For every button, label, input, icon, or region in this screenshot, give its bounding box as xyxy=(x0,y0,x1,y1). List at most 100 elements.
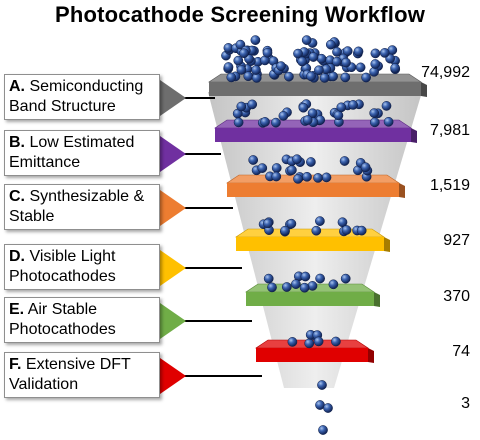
stage-letter: B. xyxy=(9,134,25,151)
stage-label-line1: Low Estimated xyxy=(25,134,135,151)
particle-sphere xyxy=(355,62,366,73)
particle-sphere xyxy=(360,162,371,173)
particle-sphere xyxy=(348,100,358,110)
particle-sphere xyxy=(293,48,303,59)
stage-plate-front xyxy=(236,237,384,251)
stage-count: 74 xyxy=(452,343,470,360)
particle-sphere xyxy=(304,338,315,349)
stage-arrow xyxy=(160,190,186,226)
particle-sphere xyxy=(236,65,247,75)
particle-sphere xyxy=(299,282,310,293)
particle-sphere xyxy=(369,117,380,128)
particle-sphere xyxy=(271,117,281,128)
particle-sphere xyxy=(251,65,261,75)
stage-arrow xyxy=(160,136,186,172)
stage-plate-front xyxy=(246,292,374,306)
particle-sphere xyxy=(370,59,381,69)
particle-sphere xyxy=(317,380,327,390)
particle-sphere xyxy=(341,57,351,68)
particle-sphere xyxy=(247,99,258,110)
particle-sphere xyxy=(313,336,324,347)
stage-count: 1,519 xyxy=(429,177,470,194)
particle-sphere xyxy=(315,216,325,226)
particle-sphere xyxy=(226,72,237,83)
stage-label-line2: Photocathodes xyxy=(9,268,116,285)
particle-sphere xyxy=(321,172,332,183)
particle-sphere xyxy=(340,273,351,284)
stage-arrow xyxy=(160,303,186,339)
stage-arrow xyxy=(160,358,186,394)
particle-sphere xyxy=(292,154,302,165)
particle-sphere xyxy=(333,110,344,121)
particle-sphere xyxy=(284,71,294,82)
particle-sphere xyxy=(291,279,301,289)
particle-sphere xyxy=(318,425,328,435)
stage-count: 927 xyxy=(443,232,470,249)
particle-sphere xyxy=(306,157,316,167)
particle-sphere xyxy=(293,174,303,184)
particle-sphere xyxy=(271,163,282,173)
particle-sphere xyxy=(369,108,380,118)
particle-sphere xyxy=(271,171,282,182)
particle-sphere xyxy=(381,101,392,111)
stage-label-line1: Semiconducting xyxy=(25,78,144,95)
particle-sphere xyxy=(248,155,259,165)
stage-label-line2: Band Structure xyxy=(9,98,116,115)
particle-sphere xyxy=(223,62,234,72)
stage-count: 370 xyxy=(443,288,470,305)
particle-sphere xyxy=(281,282,292,292)
particle-sphere xyxy=(306,71,316,82)
stage-plate-side xyxy=(421,82,427,97)
particle-sphere xyxy=(233,55,244,66)
particle-sphere xyxy=(286,218,297,229)
particle-sphere xyxy=(280,225,290,236)
particle-sphere xyxy=(287,165,297,175)
particle-sphere xyxy=(336,102,347,113)
stage-plate-side xyxy=(399,183,405,198)
particle-sphere xyxy=(319,73,330,83)
particle-sphere xyxy=(278,111,289,121)
particle-sphere xyxy=(314,65,324,76)
particle-sphere xyxy=(276,61,286,71)
stage-label-line1: Synthesizable & xyxy=(25,188,145,205)
stage-letter: D. xyxy=(9,248,25,265)
particle-sphere xyxy=(297,56,307,67)
particle-sphere xyxy=(313,173,323,183)
diagram-title: Photocathode Screening Workflow xyxy=(54,2,426,27)
stage-plate-top xyxy=(226,174,400,184)
particle-sphere xyxy=(356,225,367,236)
particle-sphere xyxy=(250,35,261,45)
stage-plate-front xyxy=(209,82,421,96)
particle-sphere xyxy=(331,336,341,347)
particle-sphere xyxy=(298,102,309,113)
particle-sphere xyxy=(287,337,298,347)
stage-label-line2: Validation xyxy=(9,376,79,393)
particle-sphere xyxy=(302,171,312,182)
stage-label-line2: Emittance xyxy=(9,154,81,171)
particle-sphere xyxy=(353,46,364,57)
particle-sphere xyxy=(361,72,371,83)
final-count: 3 xyxy=(461,395,470,412)
stage-arrow xyxy=(160,250,186,286)
stage-plate-side xyxy=(411,128,417,143)
stage-label-line1: Extensive DFT xyxy=(21,356,131,373)
particle-sphere xyxy=(340,72,351,83)
particle-sphere xyxy=(342,46,353,56)
particle-sphere xyxy=(370,48,381,59)
particle-sphere xyxy=(323,403,333,413)
particle-sphere xyxy=(379,48,390,58)
stage-label-line1: Visible Light xyxy=(25,248,116,265)
particle-sphere xyxy=(332,47,342,57)
stage-plate-front xyxy=(227,183,399,197)
stage-label-line1: Air Stable xyxy=(24,301,98,318)
particle-sphere xyxy=(260,117,270,127)
particle-sphere xyxy=(257,163,268,173)
stage-count: 7,981 xyxy=(429,122,470,139)
particle-sphere xyxy=(236,101,247,112)
particle-sphere xyxy=(328,71,338,82)
particle-sphere xyxy=(316,53,327,64)
